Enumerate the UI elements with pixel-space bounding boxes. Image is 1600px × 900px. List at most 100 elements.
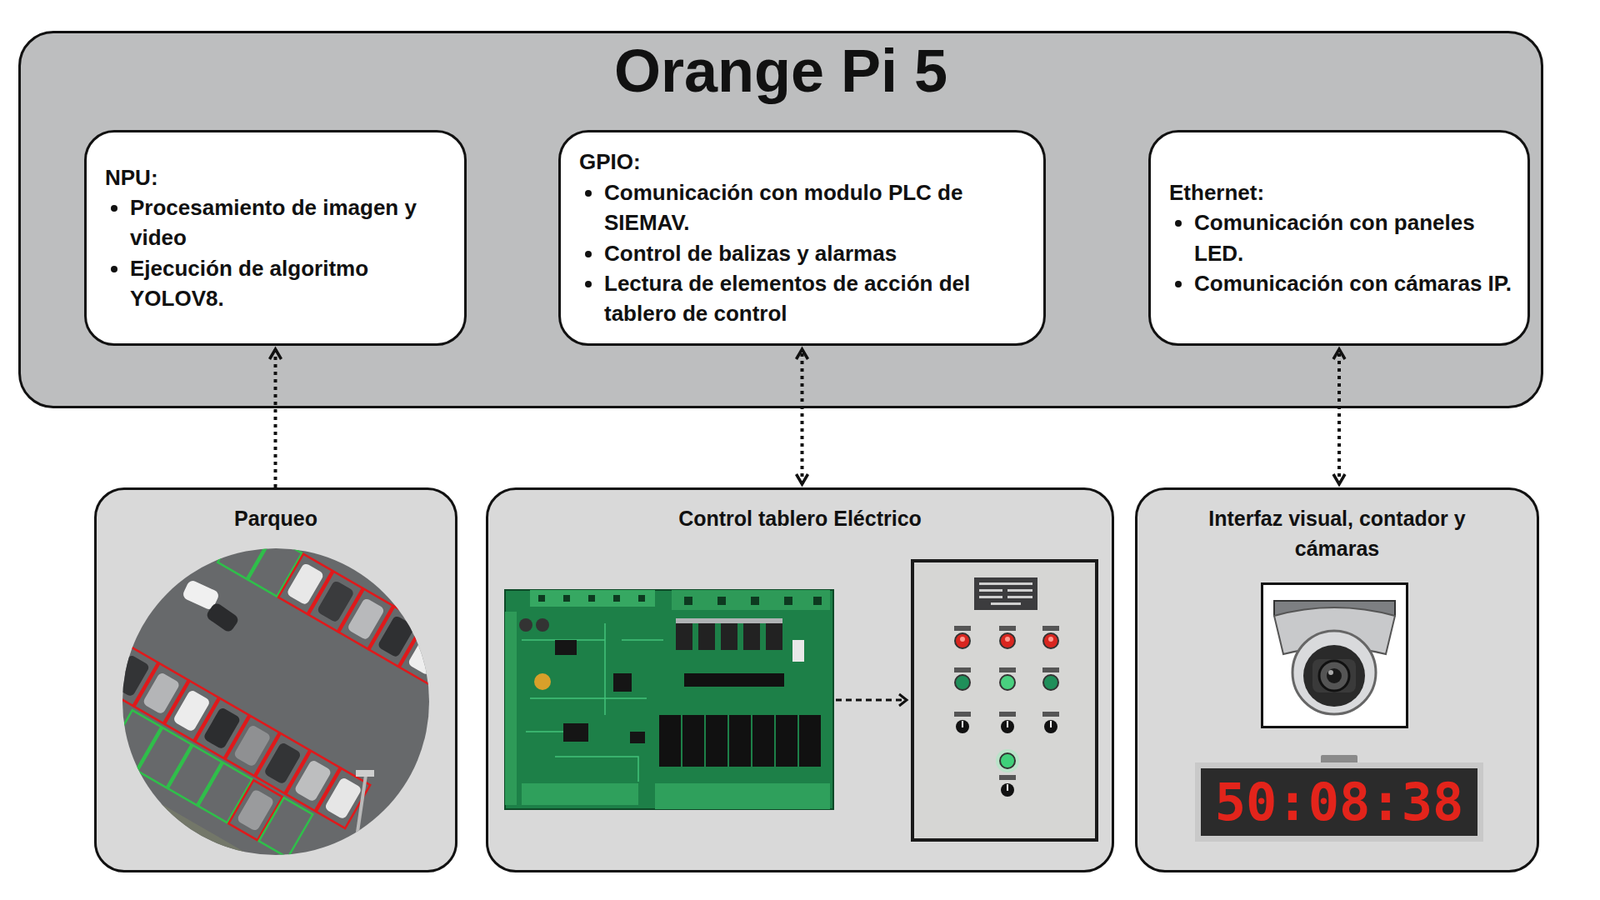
parking-photo-part-part	[117, 543, 435, 860]
control-cabinet-photo-part	[954, 667, 971, 673]
dotted-connector	[800, 349, 805, 485]
plc-board-photo-part	[505, 611, 517, 805]
control-cabinet-photo-part	[955, 720, 970, 734]
plc-board-photo-part	[792, 640, 805, 662]
panel-title: Parqueo	[109, 490, 443, 534]
parking-photo-part-part	[0, 308, 657, 900]
control-cabinet-photo-part	[1007, 595, 1033, 599]
parking-photo-part-part-part	[0, 695, 435, 900]
bullet-item: Comunicación con modulo PLC de SIEMAV.	[604, 177, 1030, 239]
plc-board-photo-part	[720, 623, 738, 650]
plc-board-photo-part	[638, 595, 645, 602]
module-box: NPU:Procesamiento de imagen y videoEjecu…	[84, 130, 467, 346]
bullet-item: Procesamiento de imagen y video	[130, 192, 451, 254]
control-cabinet-photo-part	[954, 711, 971, 717]
control-cabinet-photo-part	[1000, 633, 1015, 649]
control-cabinet-photo-part	[1007, 589, 1033, 592]
plc-board-photo-part	[765, 623, 783, 650]
panel-title: Interfaz visual, contador y cámaras	[1170, 490, 1505, 565]
dotted-connector	[1337, 349, 1341, 485]
control-cabinet-photo-part	[999, 775, 1016, 780]
panel-title: Control tablero Eléctrico	[508, 490, 1092, 534]
parking-photo-part	[0, 308, 657, 900]
control-cabinet-photo-part	[1000, 753, 1015, 769]
plc-board-photo-part	[655, 783, 830, 810]
ip-camera-icon	[1262, 584, 1408, 728]
wiring-arrow-part	[835, 699, 905, 702]
plc-board-photo-part	[613, 673, 632, 692]
control-cabinet-photo-part	[1042, 667, 1060, 673]
parking-photo-part-part-part	[228, 780, 283, 840]
control-cabinet-photo-part	[1000, 720, 1015, 734]
plc-board-photo-part	[784, 596, 793, 605]
control-cabinet-photo-part	[960, 636, 965, 642]
plc-board-photo-part	[682, 715, 705, 767]
bullet-list: Comunicación con paneles LED.Comunicació…	[1169, 207, 1515, 299]
plc-board-photo-part	[521, 783, 639, 805]
ip-camera-icon-part	[1328, 670, 1334, 675]
control-cabinet-photo-part	[912, 560, 1097, 840]
ip-camera-icon-part	[1312, 659, 1356, 693]
control-cabinet-photo-part	[1006, 720, 1009, 728]
bullet-list: Comunicación con modulo PLC de SIEMAV.Co…	[579, 177, 1030, 330]
ip-camera-icon-part	[1262, 584, 1408, 728]
control-cabinet-photo-part	[1000, 675, 1015, 690]
ip-camera-icon-part	[1319, 660, 1350, 691]
plc-board-photo-part	[659, 715, 681, 767]
control-cabinet-photo-part	[995, 749, 1020, 773]
plc-board-photo-part	[775, 715, 798, 767]
plc-board-photo-part	[698, 623, 715, 650]
control-cabinet-photo-part	[979, 595, 1003, 599]
plc-board-photo-part	[717, 596, 726, 605]
bullet-item: Ejecución de algoritmo YOLOV8.	[130, 253, 451, 315]
control-cabinet-photo-part	[954, 625, 971, 631]
wiring-arrow	[835, 694, 907, 706]
plc-board-photo-part	[538, 595, 545, 602]
plc-board-photo-part	[813, 596, 822, 605]
parking-photo-part-part-part	[437, 650, 476, 694]
plc-board-photo-part	[671, 590, 830, 610]
dotted-connector	[274, 349, 278, 488]
control-cabinet-photo-part	[955, 633, 970, 649]
control-cabinet-photo-part	[999, 667, 1016, 673]
plc-board-photo-part	[684, 596, 693, 605]
plc-board-photo-part	[684, 673, 785, 687]
parking-photo-part-part-part	[137, 727, 192, 788]
control-cabinet-photo-part	[1042, 625, 1060, 631]
bullet-list: Procesamiento de imagen y videoEjecución…	[105, 192, 451, 315]
module-box: Ethernet:Comunicación con paneles LED.Co…	[1148, 130, 1530, 346]
control-cabinet-photo-part	[1000, 783, 1015, 797]
plc-board-photo-part	[521, 623, 664, 782]
control-cabinet-photo-part	[961, 720, 964, 728]
ip-camera-icon-part	[1326, 668, 1342, 684]
parking-photo	[0, 308, 657, 900]
module-box: GPIO:Comunicación con modulo PLC de SIEM…	[558, 130, 1046, 346]
plc-board-photo-part	[613, 595, 620, 602]
plc-board-photo-part	[535, 618, 550, 632]
parking-photo-part-part-part	[400, 624, 455, 685]
control-cabinet-photo-part	[1005, 636, 1010, 642]
plc-board-photo-part	[530, 590, 655, 607]
parking-photo-part-part	[205, 601, 240, 635]
plc-board-photo-part	[505, 590, 834, 810]
plc-board-photo-part	[563, 723, 589, 742]
control-cabinet-photo-part	[1050, 720, 1052, 728]
board-title: Orange Pi 5	[20, 38, 1541, 105]
control-cabinet-photo	[912, 560, 1097, 840]
parking-photo-part-part-part	[217, 519, 272, 580]
control-cabinet-photo-part	[999, 625, 1016, 631]
control-cabinet-photo-part	[990, 602, 1021, 605]
plc-board-photo-part	[555, 640, 577, 655]
plc-board-photo-part	[534, 673, 551, 690]
control-cabinet-photo-part	[1042, 711, 1060, 717]
ip-camera-icon-part	[1292, 630, 1376, 715]
control-cabinet-photo-part	[974, 577, 1038, 610]
control-cabinet-photo-part	[979, 582, 1033, 585]
section-heading: GPIO:	[579, 146, 1030, 177]
board-box: Orange Pi 5 NPU:Procesamiento de imagen y…	[18, 30, 1544, 409]
plc-board-photo-part	[750, 596, 760, 605]
parking-photo-part-part-part	[259, 797, 314, 858]
control-cabinet-photo-part	[1048, 636, 1054, 642]
control-cabinet-photo-part	[1006, 784, 1009, 791]
section-heading: Ethernet:	[1169, 177, 1515, 208]
